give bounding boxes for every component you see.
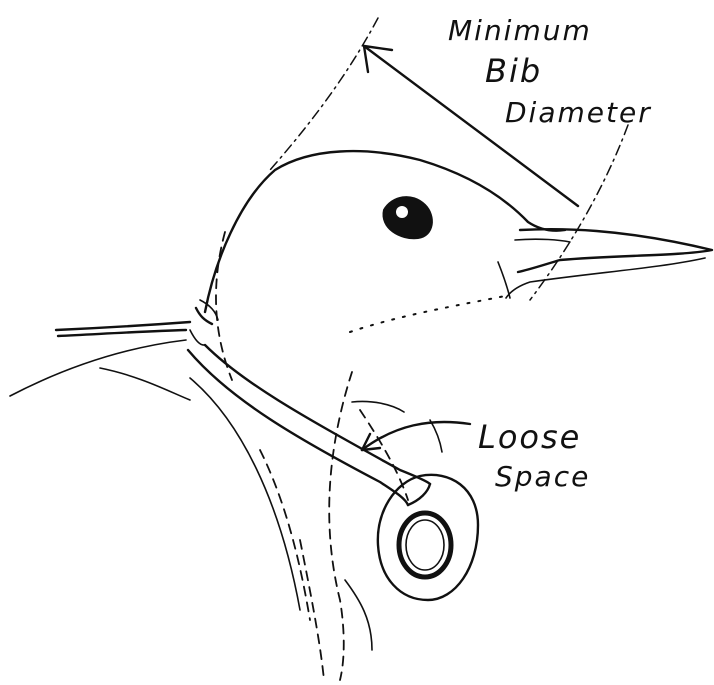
loose-space-arrow	[352, 401, 470, 452]
beak	[498, 229, 712, 298]
head-outline	[205, 151, 565, 312]
label-space: Space	[495, 460, 590, 493]
label-bib: Bib	[485, 52, 542, 90]
label-minimum: Minimum	[448, 14, 592, 47]
label-loose: Loose	[478, 418, 581, 456]
diameter-guide-lines	[270, 18, 628, 300]
jaw-dotted-line	[350, 296, 505, 332]
dashed-contours	[216, 232, 408, 680]
label-loose-space: Loose Space	[478, 418, 590, 493]
neck-collar	[188, 330, 430, 505]
bib-ring	[378, 475, 478, 600]
label-diameter: Diameter	[505, 96, 652, 129]
label-bib-diameter: Minimum Bib Diameter	[448, 14, 652, 129]
eye-icon	[383, 197, 431, 238]
